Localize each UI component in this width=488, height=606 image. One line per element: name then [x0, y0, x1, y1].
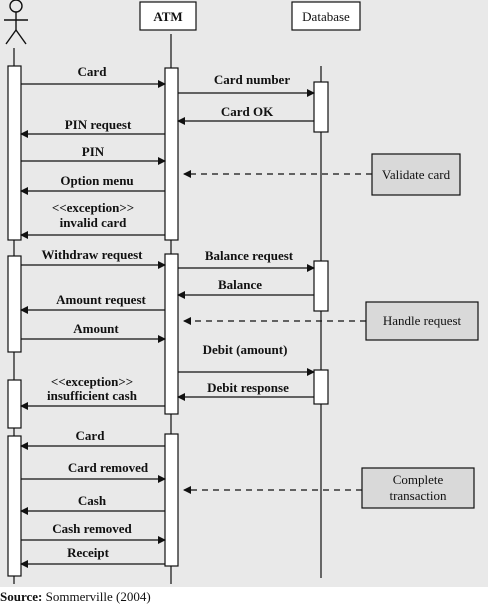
label-amount-request: Amount request — [56, 292, 146, 307]
label-cash: Cash — [78, 493, 107, 508]
user-activation-3 — [7, 379, 22, 429]
atm-activation-3 — [164, 433, 179, 567]
label-balance: Balance — [218, 277, 262, 292]
source-label: Source: — [0, 589, 43, 604]
atm-participant: ATM — [139, 1, 197, 31]
label-receipt: Receipt — [67, 545, 110, 560]
source-text: Sommerville (2004) — [45, 589, 151, 604]
note-complete-line2: transaction — [389, 488, 447, 503]
label-insufficient-cash: insufficient cash — [47, 388, 138, 403]
message-arrows — [20, 80, 315, 568]
source-caption: Source: Sommerville (2004) — [0, 587, 488, 606]
label-pin: PIN — [82, 144, 105, 159]
atm-participant-label: ATM — [153, 9, 182, 24]
database-participant-label: Database — [302, 9, 350, 24]
label-debit-amount: Debit (amount) — [203, 342, 288, 357]
label-invalid-card: invalid card — [60, 215, 128, 230]
atm-activation-2 — [164, 253, 179, 415]
note-handle-request: Handle request — [365, 301, 479, 341]
label-exception-invalid: <<exception>> — [52, 200, 134, 215]
note-handle-text: Handle request — [383, 313, 462, 328]
user-activation-4 — [7, 435, 22, 577]
label-option-menu: Option menu — [60, 173, 133, 188]
user-activation-2 — [7, 255, 22, 353]
note-connectors — [183, 170, 372, 494]
user-actor-icon — [4, 0, 28, 45]
activation-bars — [7, 65, 329, 577]
note-validate-text: Validate card — [382, 167, 451, 182]
note-validate-card: Validate card — [371, 153, 461, 196]
atm-activation-1 — [164, 67, 179, 241]
label-pin-request: PIN request — [65, 117, 132, 132]
message-labels: Card Card number Card OK PIN request PIN… — [42, 64, 294, 560]
note-complete-line1: Complete — [393, 472, 444, 487]
label-card: Card — [78, 64, 108, 79]
label-card-number: Card number — [214, 72, 290, 87]
note-complete-transaction: Complete transaction — [361, 467, 475, 509]
label-amount: Amount — [73, 321, 119, 336]
label-exception-insufficient: <<exception>> — [51, 374, 133, 389]
label-withdraw-request: Withdraw request — [42, 247, 144, 262]
label-card-removed: Card removed — [68, 460, 149, 475]
label-card-return: Card — [76, 428, 106, 443]
user-activation-1 — [7, 65, 22, 241]
label-cash-removed: Cash removed — [52, 521, 132, 536]
db-activation-2 — [313, 260, 329, 312]
label-balance-request: Balance request — [205, 248, 294, 263]
db-activation-3 — [313, 369, 329, 405]
diagram-canvas: ATM Database — [0, 0, 488, 587]
label-debit-response: Debit response — [207, 380, 289, 395]
database-participant: Database — [291, 1, 361, 31]
label-card-ok: Card OK — [221, 104, 274, 119]
db-activation-1 — [313, 81, 329, 133]
